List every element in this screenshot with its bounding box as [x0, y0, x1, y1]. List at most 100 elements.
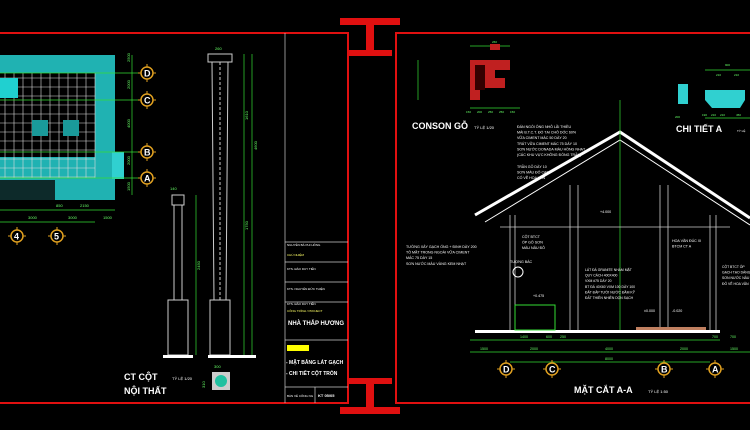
roof-note: MÁI B.T.C.T. ĐỔ TẠI CHỖ DỐC 60% [517, 130, 577, 135]
dimension-label: 210 [720, 113, 725, 117]
axis-label: B [661, 365, 668, 375]
column-note-right: GẠCH TẠO DÁNG [722, 271, 750, 275]
axis-bubble: 5 [48, 227, 66, 245]
column-detail-subtitle: NỘI THẤT [124, 385, 167, 396]
dimension-label: 1750 [244, 220, 249, 230]
axis-bubble: A [706, 360, 724, 378]
axis-label: 5 [54, 232, 59, 242]
axis-bubble: D [497, 360, 515, 378]
title-block-row: CÔNG TRÌNH / PROJECT [287, 308, 323, 313]
axis-label: 4 [14, 232, 19, 242]
sheet-item: - CHI TIẾT CỘT TRÒN [286, 369, 338, 377]
ornament-note: BTCM CT A [672, 245, 692, 249]
console-detail-title: CONSON GỖ [412, 120, 468, 131]
axis-label: A [712, 365, 719, 375]
dimension-label: 900 [725, 63, 730, 67]
floor-note: ĐẤT THIÊN NHIÊN DỌN SẠCH [585, 295, 634, 300]
dimension-label: 700 [712, 335, 718, 339]
section-scale: TỶ LỆ 1:50 [648, 389, 669, 394]
dimension-label: 4600 [253, 140, 258, 150]
dimension-label: 450 [736, 113, 741, 117]
dimension-label: 3000 [28, 215, 38, 220]
dimension-label: 210 [711, 113, 716, 117]
title-block-row: KTS. ĐÀO DUY TIẾN [287, 266, 316, 271]
title-block-row: CHỦ NHIỆM [287, 252, 305, 257]
title-block-footer-label: BẢN VẼ CÔNG NG [287, 393, 314, 398]
dimension-label: 140 [170, 186, 177, 191]
axis-bubble: C [543, 360, 561, 378]
dimension-label: 1500 [730, 347, 738, 351]
axis-bubble: C [138, 91, 156, 109]
roof-note: (CÁC KHU VỰC KHÔNG ĐÓNG TRẦN) [517, 152, 581, 157]
dimension-label: 2150 [80, 203, 90, 208]
ceiling-note: SƠN MÀU ĐỎ CAM [517, 170, 549, 175]
axis-bubble: B [138, 143, 156, 161]
dimension-label: 250 [488, 110, 493, 114]
dimension-label: 850 [56, 203, 63, 208]
axis-bubble: 4 [8, 227, 26, 245]
cut-marker-top [340, 18, 400, 56]
dimension-label: 3000 [68, 215, 78, 220]
dimension-label: 4000 [605, 347, 613, 351]
dimension-label: 150 [466, 110, 471, 114]
dimension-label: 1500 [126, 181, 131, 191]
dimension-label: 2450 [196, 260, 201, 270]
floor-note: LÁT ĐÁ GRANITE NHÁM MẶT [585, 268, 632, 272]
column-note: CỘT BTCT [522, 234, 541, 239]
dimension-label: 1400 [520, 335, 528, 339]
title-block-row: KTS. ĐÀO DUY TIẾN [287, 301, 316, 306]
level-mark: +4.000 [600, 210, 611, 214]
wall-note: TÔ MẶT TRONG NGOÀI VỮA CIMENT [406, 250, 470, 255]
level-mark: ±0.000 [644, 309, 655, 313]
ceiling-note: CÓ VẼ HOA VĂN [517, 175, 546, 180]
console-detail [417, 44, 520, 109]
dimension-label: 210 [734, 73, 739, 77]
wall-note: MÁC 75 DÀY 15 [406, 256, 432, 260]
level-mark: -0.020 [672, 309, 682, 313]
axis-label: D [503, 365, 510, 375]
column-note-right: SƠN NƯỚC NÂU [722, 275, 750, 280]
axis-label: D [144, 69, 151, 79]
dimension-label: 200 [477, 110, 482, 114]
axis-bubble: A [138, 169, 156, 187]
dimension-label: 1500 [480, 347, 488, 351]
detail-a-scale: TỶ LỆ [737, 128, 745, 133]
ceiling-note: TRẦN GỖ DÀY 10 [517, 164, 547, 169]
dimension-label: 1500 [103, 215, 113, 220]
title-block [284, 33, 348, 403]
drawing-number: KT 05/05 [318, 393, 335, 398]
dimension-label: 700 [730, 335, 736, 339]
roof-note: TRÁT VỮA CIMENT MÁC 75 DÀY 10 [517, 141, 577, 146]
left-sheet-frame [0, 32, 349, 404]
dimension-label: 150 [510, 110, 515, 114]
altar-label: TƯỢNG BÁC [510, 260, 533, 264]
column-note-right: ĐỎ VẼ HOA VĂN [722, 281, 749, 286]
axis-bubble: B [655, 360, 673, 378]
dimension-label: 600 [546, 335, 552, 339]
dimension-label: 2500 [126, 52, 131, 62]
floor-note: ĐẤT ĐẮP TƯỚI NƯỚC ĐẦM KỸ [585, 289, 636, 294]
right-sheet-frame [395, 32, 750, 404]
axis-label: C [144, 96, 151, 106]
dimension-label: 2000 [680, 347, 688, 351]
dimension-label: 190 [702, 113, 707, 117]
detail-a [678, 69, 750, 119]
project-name: NHÀ THẮP HƯƠNG [288, 319, 344, 327]
column-note: MÀU NÂU ĐỎ [522, 245, 545, 250]
detail-a-title: CHI TIẾT A [676, 124, 723, 134]
title-block-row: NGUYỄN BÁ PHI HỒNG [287, 242, 321, 247]
dimension-label: 1610 [244, 110, 249, 120]
dimension-label: 250 [499, 110, 504, 114]
dimension-label: 260 [215, 46, 222, 51]
axis-label: A [144, 174, 151, 184]
wall-note: TƯỜNG XÂY GẠCH ỐNG + ĐINH DÀY 200 [406, 244, 477, 249]
section-title: MẶT CẮT A-A [574, 385, 633, 395]
axis-bubble: D [138, 64, 156, 82]
floor-note: QUY CÁCH 400X400 [585, 274, 617, 278]
title-block-row: KTS. NGUYỄN ĐỨC THIỆN [287, 286, 325, 291]
dimension-label: 2000 [126, 79, 131, 89]
dimension-label: 250 [560, 335, 566, 339]
